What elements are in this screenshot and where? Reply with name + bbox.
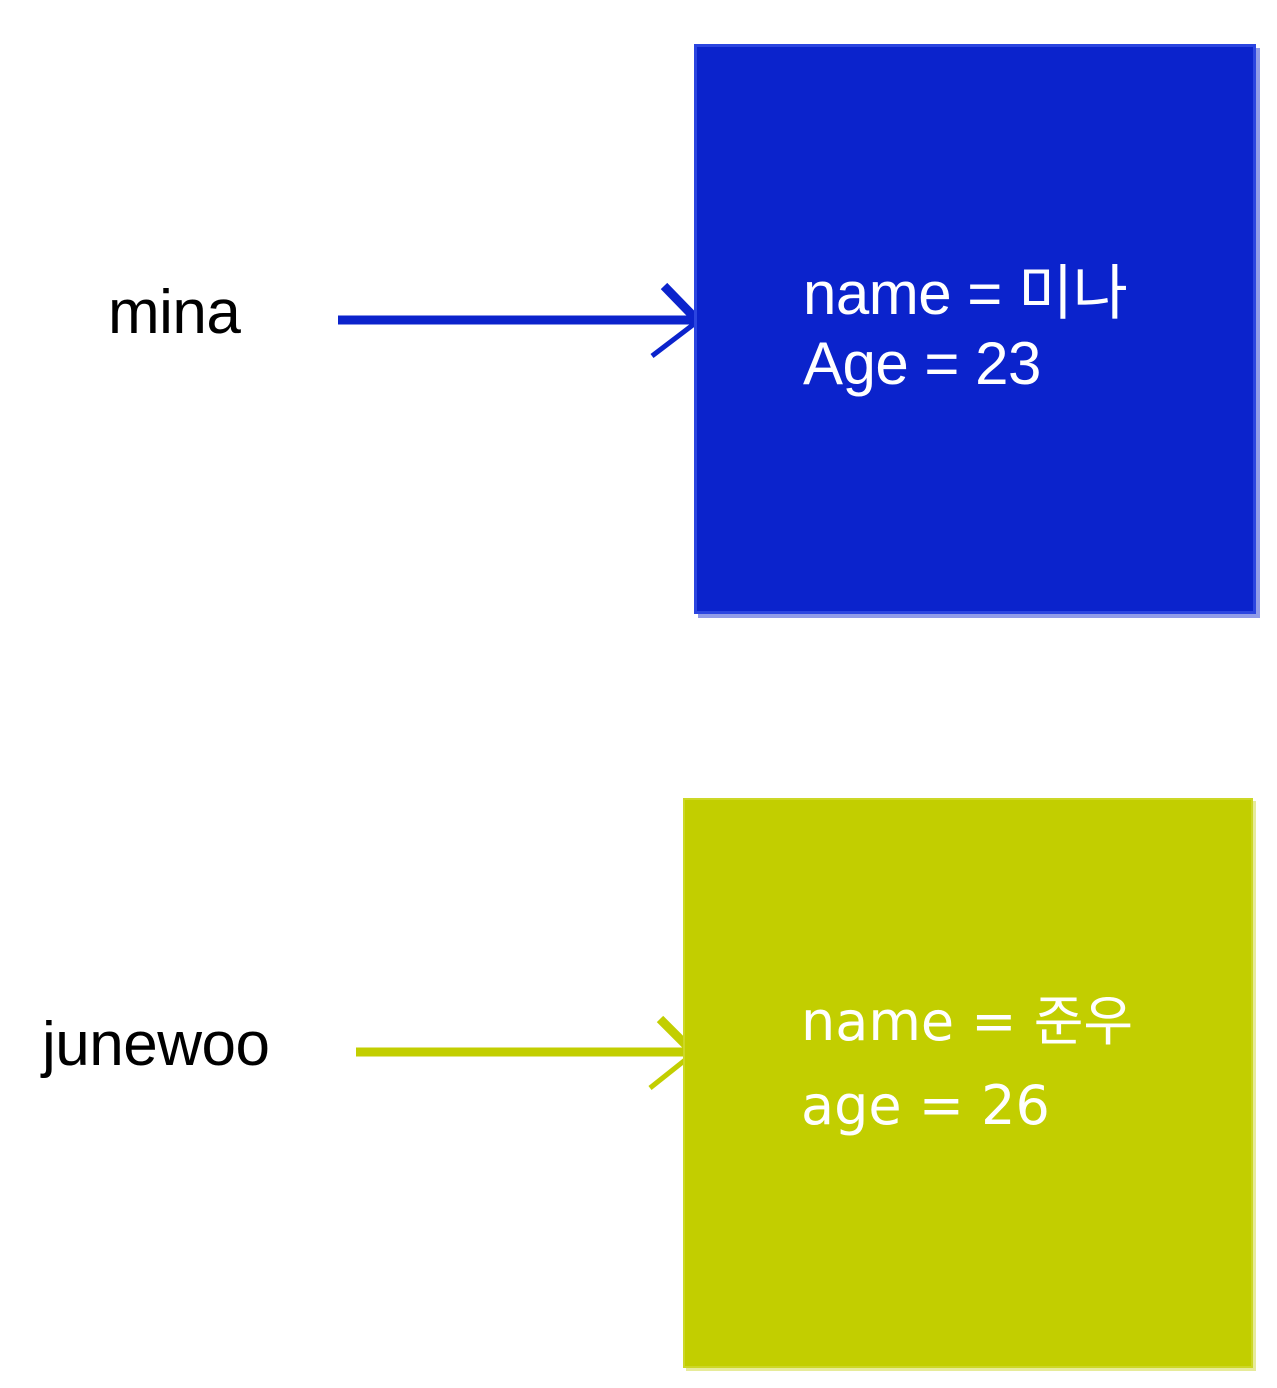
arrow-mina-to-object bbox=[338, 282, 702, 358]
object-field-name: name = 미나 bbox=[803, 260, 1128, 327]
object-fields-mina: name = 미나 Age = 23 bbox=[803, 259, 1223, 398]
object-field-age: Age = 23 bbox=[803, 329, 1041, 397]
object-fields-junewoo: name = 준우 age = 26 bbox=[801, 980, 1231, 1147]
arrowhead-upper bbox=[660, 282, 702, 325]
object-field-name: name = 준우 bbox=[801, 990, 1134, 1053]
object-box-junewoo: name = 준우 age = 26 bbox=[683, 798, 1253, 1368]
variable-label-mina: mina bbox=[108, 278, 241, 347]
variable-label-junewoo: junewoo bbox=[42, 1010, 270, 1079]
object-box-mina: name = 미나 Age = 23 bbox=[694, 44, 1256, 614]
arrow-junewoo-to-object bbox=[356, 1015, 698, 1090]
object-field-age: age = 26 bbox=[801, 1073, 1050, 1137]
arrowhead-lower bbox=[650, 319, 700, 358]
